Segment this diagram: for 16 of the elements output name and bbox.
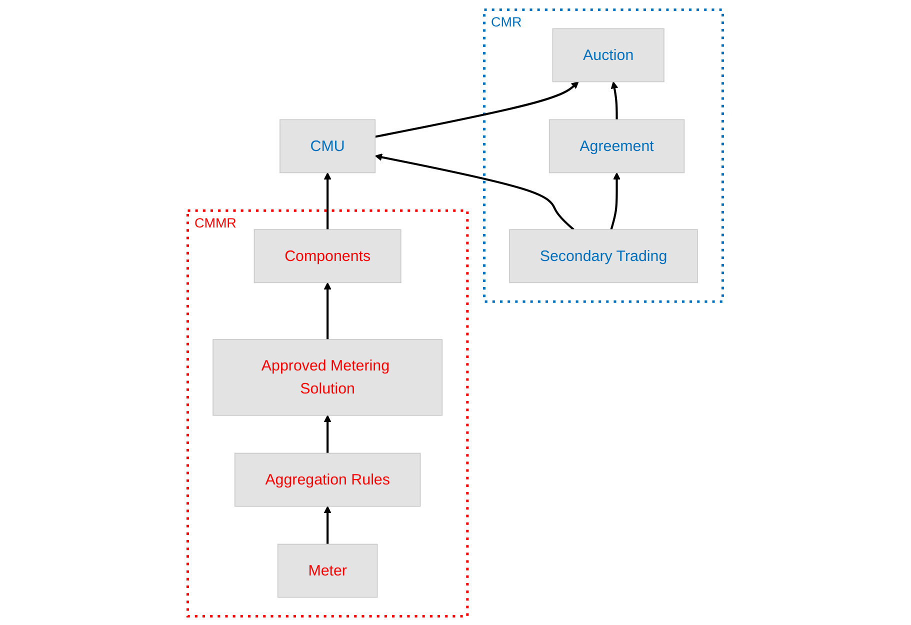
arrow	[375, 80, 580, 138]
arrow	[611, 80, 618, 120]
arrow	[324, 282, 332, 340]
node-box: Agreement	[549, 118, 685, 173]
arrow	[324, 172, 332, 230]
node-box: Secondary Trading	[509, 228, 698, 283]
arrow	[610, 172, 621, 230]
node-box: Aggregation Rules	[234, 452, 421, 506]
node-box: Components	[254, 228, 402, 283]
node-box: Meter	[278, 543, 378, 598]
arrow	[324, 505, 332, 544]
node-box: Approved Metering Solution	[212, 338, 443, 416]
arrow	[375, 153, 575, 230]
arrow	[324, 414, 332, 453]
node-box: Auction	[552, 28, 665, 82]
node-box: CMU	[280, 118, 376, 173]
